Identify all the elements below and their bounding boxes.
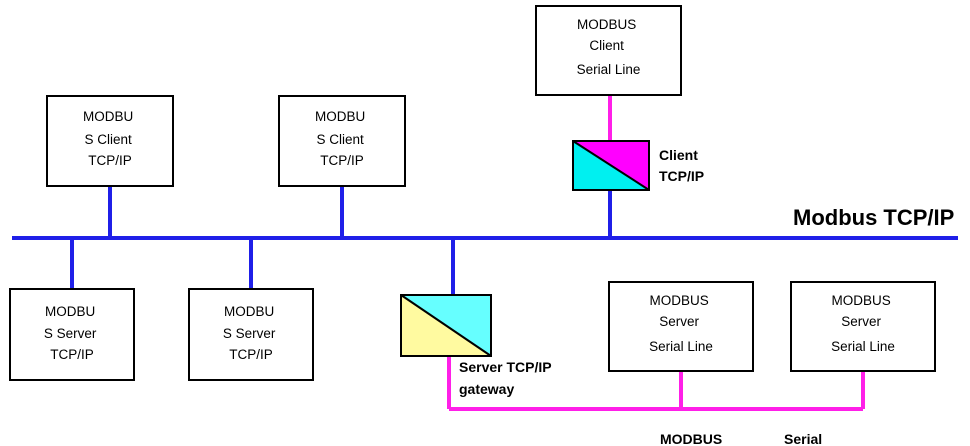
server-gateway-label: Server TCP/IP gateway	[459, 359, 555, 397]
node-line: S Client	[84, 132, 132, 147]
server-gateway-label-line-2: gateway	[459, 381, 514, 397]
node-line: TCP/IP	[229, 347, 273, 362]
node-line: MODBU	[45, 304, 95, 319]
node-line: S Client	[316, 132, 364, 147]
tcp-client-node-2: MODBU S Client TCP/IP	[278, 95, 406, 187]
node-line: Serial Line	[649, 339, 713, 354]
svg-text:MODBUS Server Seri: MODBUS Server Serial Line	[649, 293, 713, 354]
node-line: MODBU	[315, 109, 365, 124]
node-line: S Server	[44, 326, 97, 341]
svg-text:MODBU S Server TCP: MODBU S Server TCP/IP	[223, 304, 279, 362]
node-line: MODBUS	[831, 293, 890, 308]
tcp-server-node-1: MODBU S Server TCP/IP	[9, 288, 135, 381]
node-line: TCP/IP	[320, 153, 364, 168]
node-line: TCP/IP	[88, 153, 132, 168]
tcp-client-node-1: MODBU S Client TCP/IP	[46, 95, 174, 187]
serial-server-node-2: MODBUS Server Serial Line	[790, 281, 936, 372]
client-gateway-label-line-2: TCP/IP	[659, 168, 704, 184]
node-line: Serial Line	[831, 339, 895, 354]
svg-text:MODBU S Client TCP: MODBU S Client TCP/IP	[315, 109, 369, 168]
server-gateway-box	[400, 294, 492, 357]
node-line: MODBUS	[649, 293, 708, 308]
svg-text:MODBUS Client Seri: MODBUS Client Serial Line	[577, 17, 641, 77]
node-line: TCP/IP	[50, 347, 94, 362]
node-line: S Server	[223, 326, 276, 341]
svg-text:MODBUS Server Seri: MODBUS Server Serial Line	[831, 293, 895, 354]
server-gateway-label-line-1: Server TCP/IP	[459, 359, 551, 375]
svg-text:MODBU S Server TCP: MODBU S Server TCP/IP	[44, 304, 100, 362]
client-gateway-box	[572, 140, 650, 191]
svg-text:MODBU S Client TCP: MODBU S Client TCP/IP	[83, 109, 137, 168]
node-line: MODBU	[83, 109, 133, 124]
tcp-bus-label: Modbus TCP/IP	[793, 205, 954, 230]
serial-bus-label-right: Serial	[784, 431, 822, 446]
node-line: Server	[659, 314, 699, 329]
node-line: MODBUS	[577, 17, 636, 32]
serial-server-node-1: MODBUS Server Serial Line	[608, 281, 754, 372]
node-line: Server	[841, 314, 881, 329]
client-gateway-label: Client TCP/IP	[659, 147, 704, 184]
node-line: Client	[589, 38, 624, 53]
node-line: Serial Line	[577, 62, 641, 77]
serial-bus-label-left: MODBUS	[660, 431, 722, 446]
client-serial-line-node: MODBUS Client Serial Line	[535, 5, 682, 96]
tcp-server-node-2: MODBU S Server TCP/IP	[188, 288, 314, 381]
client-gateway-label-line-1: Client	[659, 147, 698, 163]
node-line: MODBU	[224, 304, 274, 319]
